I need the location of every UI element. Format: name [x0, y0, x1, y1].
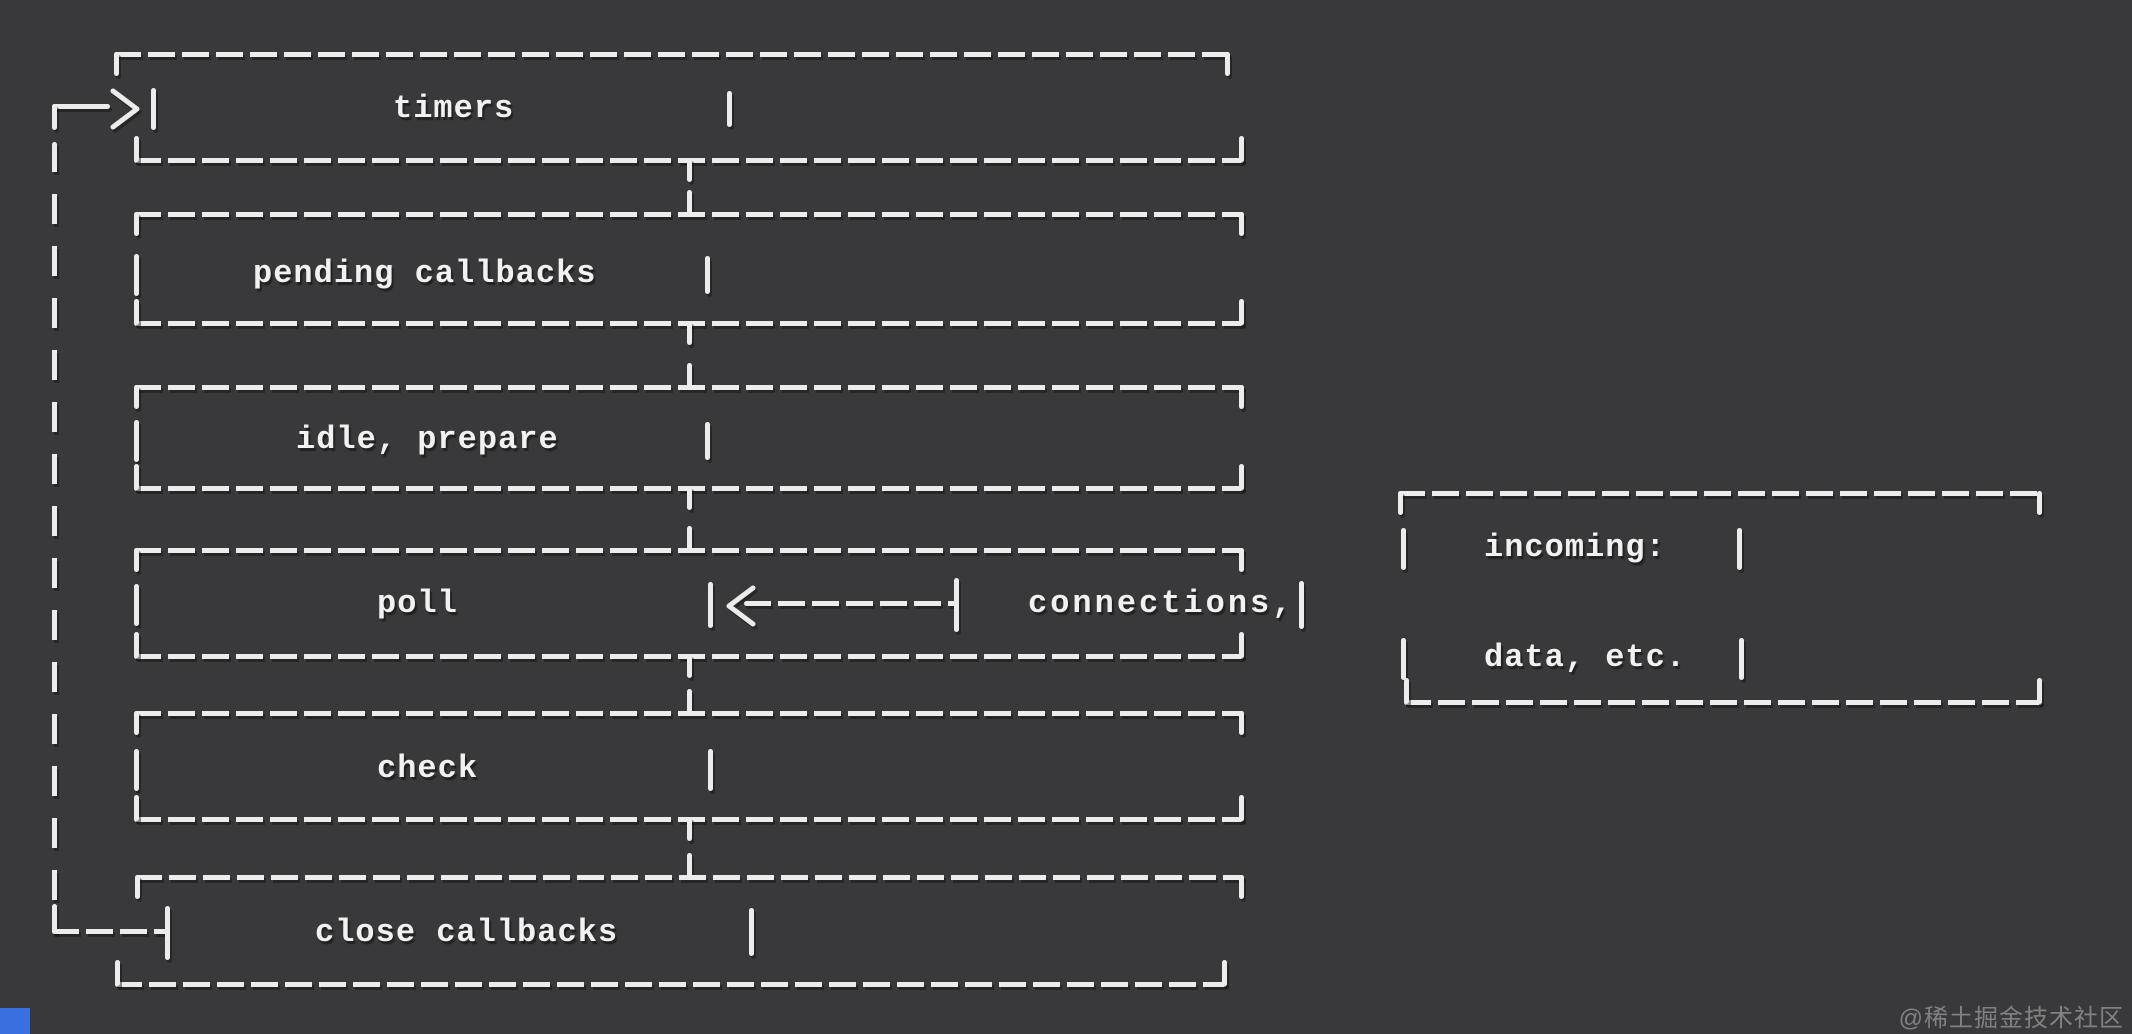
- incoming-left-pipe: [1401, 528, 1406, 570]
- timers-left-pipe: [151, 88, 156, 130]
- close-label: close callbacks: [315, 914, 619, 951]
- timers-top-border: [114, 52, 1230, 57]
- loop-tack-bar: [165, 906, 170, 960]
- check-bottom-left-corner: [134, 795, 139, 821]
- watermark: @稀土掘金技术社区: [1898, 1005, 2124, 1032]
- check-left-pipe: [134, 749, 139, 791]
- pending-top-right-corner: [1239, 212, 1244, 236]
- poll-label: poll: [377, 585, 458, 622]
- pending-right-pipe: [705, 256, 710, 294]
- pending-down-connector: [687, 321, 692, 345]
- idle-top-left-corner: [134, 385, 139, 409]
- timers-bottom-right-corner: [1239, 136, 1244, 162]
- check-up-connector: [687, 689, 692, 713]
- timers-label: timers: [393, 90, 515, 127]
- sidebox-bottom-border: [1404, 700, 2042, 705]
- close-bottom-border: [115, 982, 1227, 987]
- poll-top-border: [134, 548, 1244, 553]
- check-label: check: [377, 750, 479, 787]
- idle-down-connector: [687, 486, 692, 510]
- timers-down-connector: [687, 158, 692, 182]
- idle-right-pipe: [705, 422, 710, 460]
- connections-right-pipe: [1299, 581, 1304, 629]
- poll-up-connector: [687, 526, 692, 550]
- check-down-connector: [687, 817, 692, 841]
- loop-bottom-horizontal: [52, 929, 168, 934]
- poll-arrow-line: [744, 601, 956, 606]
- timers-right-pipe: [727, 91, 732, 127]
- idle-bottom-left-corner: [134, 464, 139, 490]
- check-top-border: [134, 711, 1244, 716]
- incoming-label: incoming:: [1484, 529, 1666, 566]
- pending-top-border: [134, 212, 1244, 217]
- close-top-right-corner: [1239, 875, 1244, 899]
- pending-top-left-corner: [134, 212, 139, 236]
- close-top-border: [135, 875, 1244, 880]
- check-bottom-right-corner: [1239, 795, 1244, 821]
- sidebox-top-border: [1398, 491, 2042, 496]
- sidebox-top-right-corner: [2037, 491, 2042, 515]
- check-right-pipe: [708, 749, 713, 791]
- timers-bottom-left-corner: [134, 136, 139, 162]
- idle-up-connector: [687, 363, 692, 387]
- data-label: data, etc.: [1484, 639, 1687, 676]
- pending-bottom-left-corner: [134, 299, 139, 325]
- data-right-pipe: [1739, 638, 1744, 680]
- sidebox-top-left-corner: [1398, 491, 1403, 515]
- idle-top-right-corner: [1239, 385, 1244, 409]
- close-up-connector: [687, 853, 692, 877]
- loop-top-corner-vertical: [52, 104, 57, 130]
- idle-top-border: [134, 385, 1244, 390]
- sidebox-bottom-left-corner: [1404, 678, 1409, 704]
- check-top-left-corner: [134, 711, 139, 735]
- corner-blue-chip: [0, 1008, 30, 1034]
- loop-top-corner-horizontal: [52, 104, 110, 109]
- incoming-right-pipe: [1737, 528, 1742, 570]
- idle-bottom-right-corner: [1239, 464, 1244, 490]
- loop-bottom-corner-vertical: [52, 904, 57, 934]
- poll-top-right-corner: [1239, 548, 1244, 572]
- poll-right-pipe: [708, 582, 713, 628]
- pending-left-pipe: [134, 254, 139, 296]
- sidebox-bottom-right-corner: [2037, 678, 2042, 704]
- data-left-pipe: [1401, 638, 1406, 680]
- arrow-right-icon: [110, 88, 140, 130]
- poll-arrow-tack: [954, 578, 959, 632]
- timers-top-right-corner: [1225, 52, 1230, 76]
- idle-label: idle, prepare: [296, 421, 559, 458]
- pending-up-connector: [687, 190, 692, 214]
- poll-left-pipe: [134, 584, 139, 626]
- poll-bottom-right-corner: [1239, 632, 1244, 658]
- check-top-right-corner: [1239, 711, 1244, 735]
- poll-down-connector: [687, 654, 692, 678]
- connections-label: connections,: [1028, 585, 1295, 622]
- arrow-left-icon: [726, 585, 756, 627]
- close-top-left-corner: [135, 875, 140, 899]
- close-right-pipe: [749, 908, 754, 956]
- pending-label: pending callbacks: [253, 255, 597, 292]
- pending-bottom-right-corner: [1239, 299, 1244, 325]
- loop-left-line: [52, 142, 57, 908]
- close-bottom-left-corner: [115, 960, 120, 986]
- timers-top-left-corner: [114, 52, 119, 76]
- idle-left-pipe: [134, 420, 139, 462]
- close-bottom-right-corner: [1222, 960, 1227, 986]
- poll-top-left-corner: [134, 548, 139, 572]
- poll-bottom-left-corner: [134, 632, 139, 658]
